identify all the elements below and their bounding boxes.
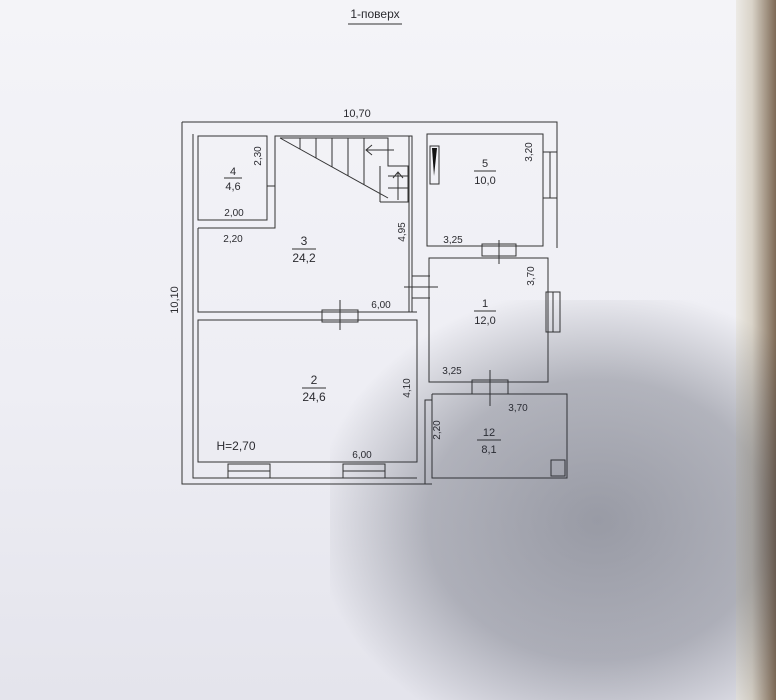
- room-1-number: 1: [482, 298, 488, 310]
- room-5-number: 5: [482, 158, 488, 170]
- room-12-height-dim: 2,20: [432, 420, 443, 440]
- room-5-height-dim: 3,20: [524, 142, 535, 162]
- room-2-outline: [197, 319, 418, 463]
- room-4-area: 4,6: [225, 181, 240, 193]
- room-3-height-dim: 4,95: [397, 222, 408, 242]
- room-3-width-dim: 6,00: [371, 300, 391, 311]
- room-3-left-dim: 2,20: [223, 234, 243, 245]
- room-3-outline: [197, 228, 417, 313]
- room-3-area: 24,2: [292, 251, 316, 265]
- floor-plan: 1-поверх: [169, 7, 568, 485]
- room-3-wall: [198, 135, 413, 312]
- overall-height-label: 10,10: [169, 286, 181, 314]
- room-1-width-dim: 3,25: [442, 366, 462, 377]
- room-4-width-dim: 2,00: [224, 208, 244, 219]
- paper-sheet: [0, 0, 752, 700]
- door-1-12: [471, 370, 509, 406]
- room-2-width-dim: 6,00: [352, 450, 372, 461]
- room-2-height-dim: 4,10: [402, 378, 413, 398]
- ceiling-height-note: H=2,70: [216, 439, 255, 453]
- staircase: [279, 137, 409, 203]
- room-3-number: 3: [301, 234, 308, 248]
- outer-walls: [181, 121, 558, 485]
- door-3-1: [404, 275, 438, 299]
- room-5-width-dim: 3,25: [443, 235, 463, 246]
- room-1-outline: [428, 257, 549, 383]
- door-3-2: [321, 300, 359, 330]
- room-1-height-dim: 3,70: [526, 266, 537, 286]
- boiler: [429, 145, 440, 185]
- boiler-flame: [432, 148, 437, 176]
- room-4-number: 4: [230, 166, 236, 178]
- room-12-fixture: [550, 459, 566, 477]
- room-4-outline: [197, 135, 268, 221]
- room-12-outline: [431, 393, 568, 479]
- room-12-width-dim: 3,70: [508, 403, 528, 414]
- room-2-number: 2: [311, 373, 318, 387]
- room-4-height-dim: 2,30: [253, 146, 264, 166]
- door-5-1: [481, 240, 517, 264]
- room-12-number: 12: [483, 427, 495, 439]
- paper-edge: [736, 0, 776, 700]
- room-5-area: 10,0: [474, 175, 495, 187]
- plan-title: 1-поверх: [350, 7, 399, 21]
- overall-width-label: 10,70: [343, 108, 371, 120]
- wall-segment: [424, 399, 432, 484]
- room-12-area: 8,1: [481, 444, 496, 456]
- room-2-area: 24,6: [302, 390, 326, 404]
- room-1-area: 12,0: [474, 315, 495, 327]
